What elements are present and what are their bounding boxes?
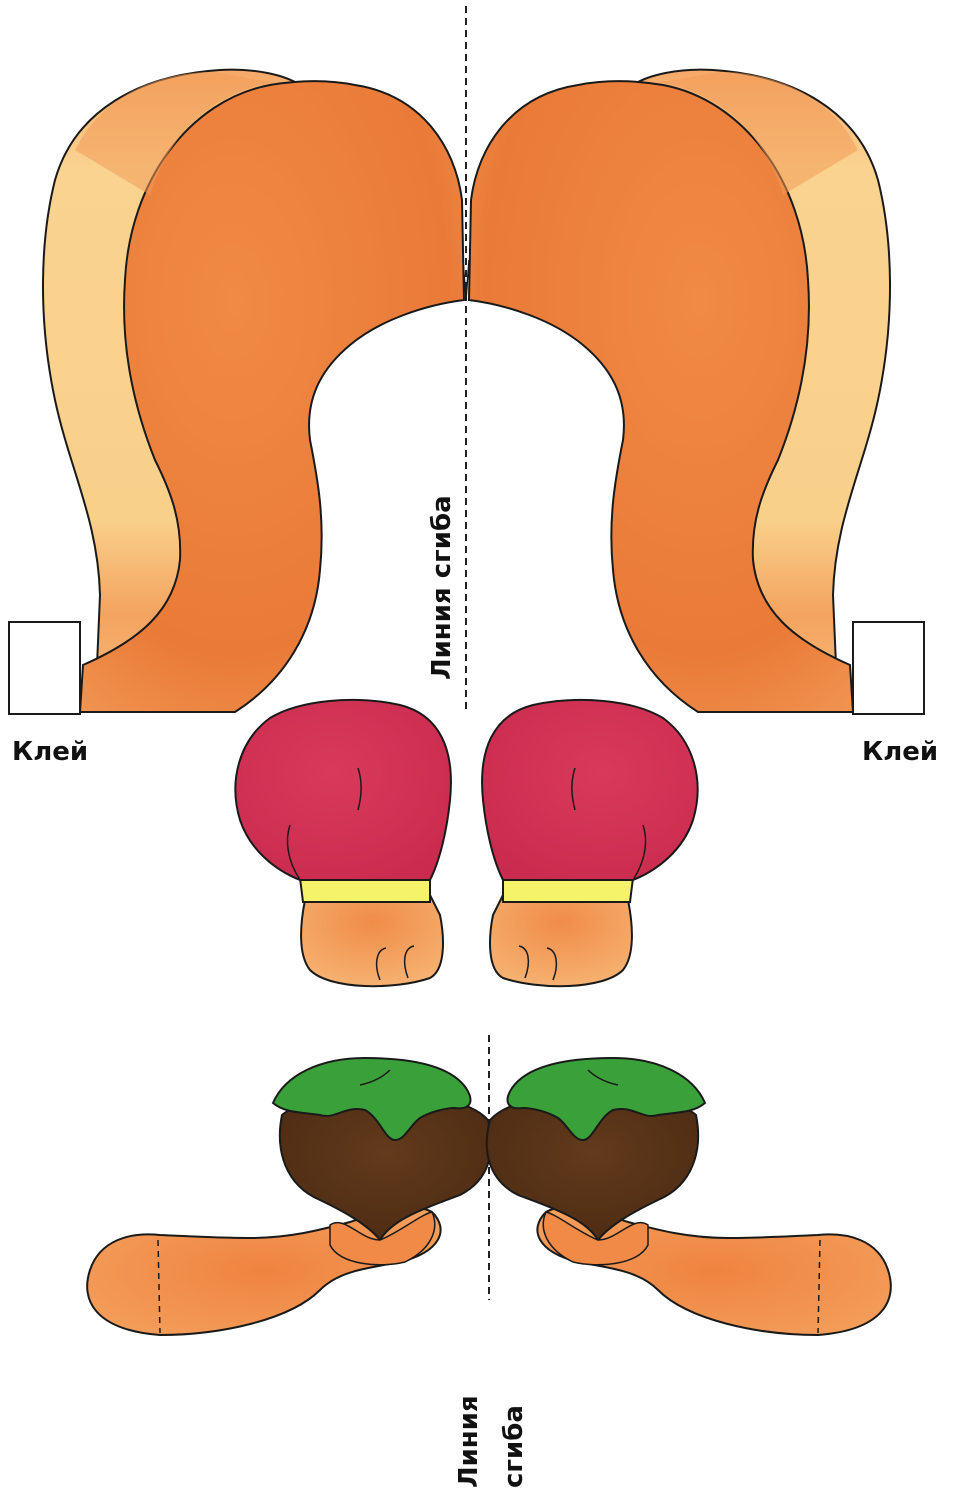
mitten-paw-left xyxy=(234,698,452,988)
fold-label-bottom-line2: сгиба xyxy=(499,1405,529,1488)
mitten-paw-right xyxy=(481,698,699,988)
glue-label-right: Клей xyxy=(862,737,938,767)
glue-label-left: Клей xyxy=(12,737,88,767)
glue-tab-left xyxy=(8,621,81,715)
arm-acorn-right xyxy=(485,1057,892,1336)
fold-label-top: Линия сгиба xyxy=(427,495,457,680)
body-piece-right xyxy=(468,68,925,715)
fold-label-bottom-line1: Линия xyxy=(454,1395,484,1488)
arm-acorn-left xyxy=(86,1056,493,1337)
body-piece-left xyxy=(8,68,466,715)
